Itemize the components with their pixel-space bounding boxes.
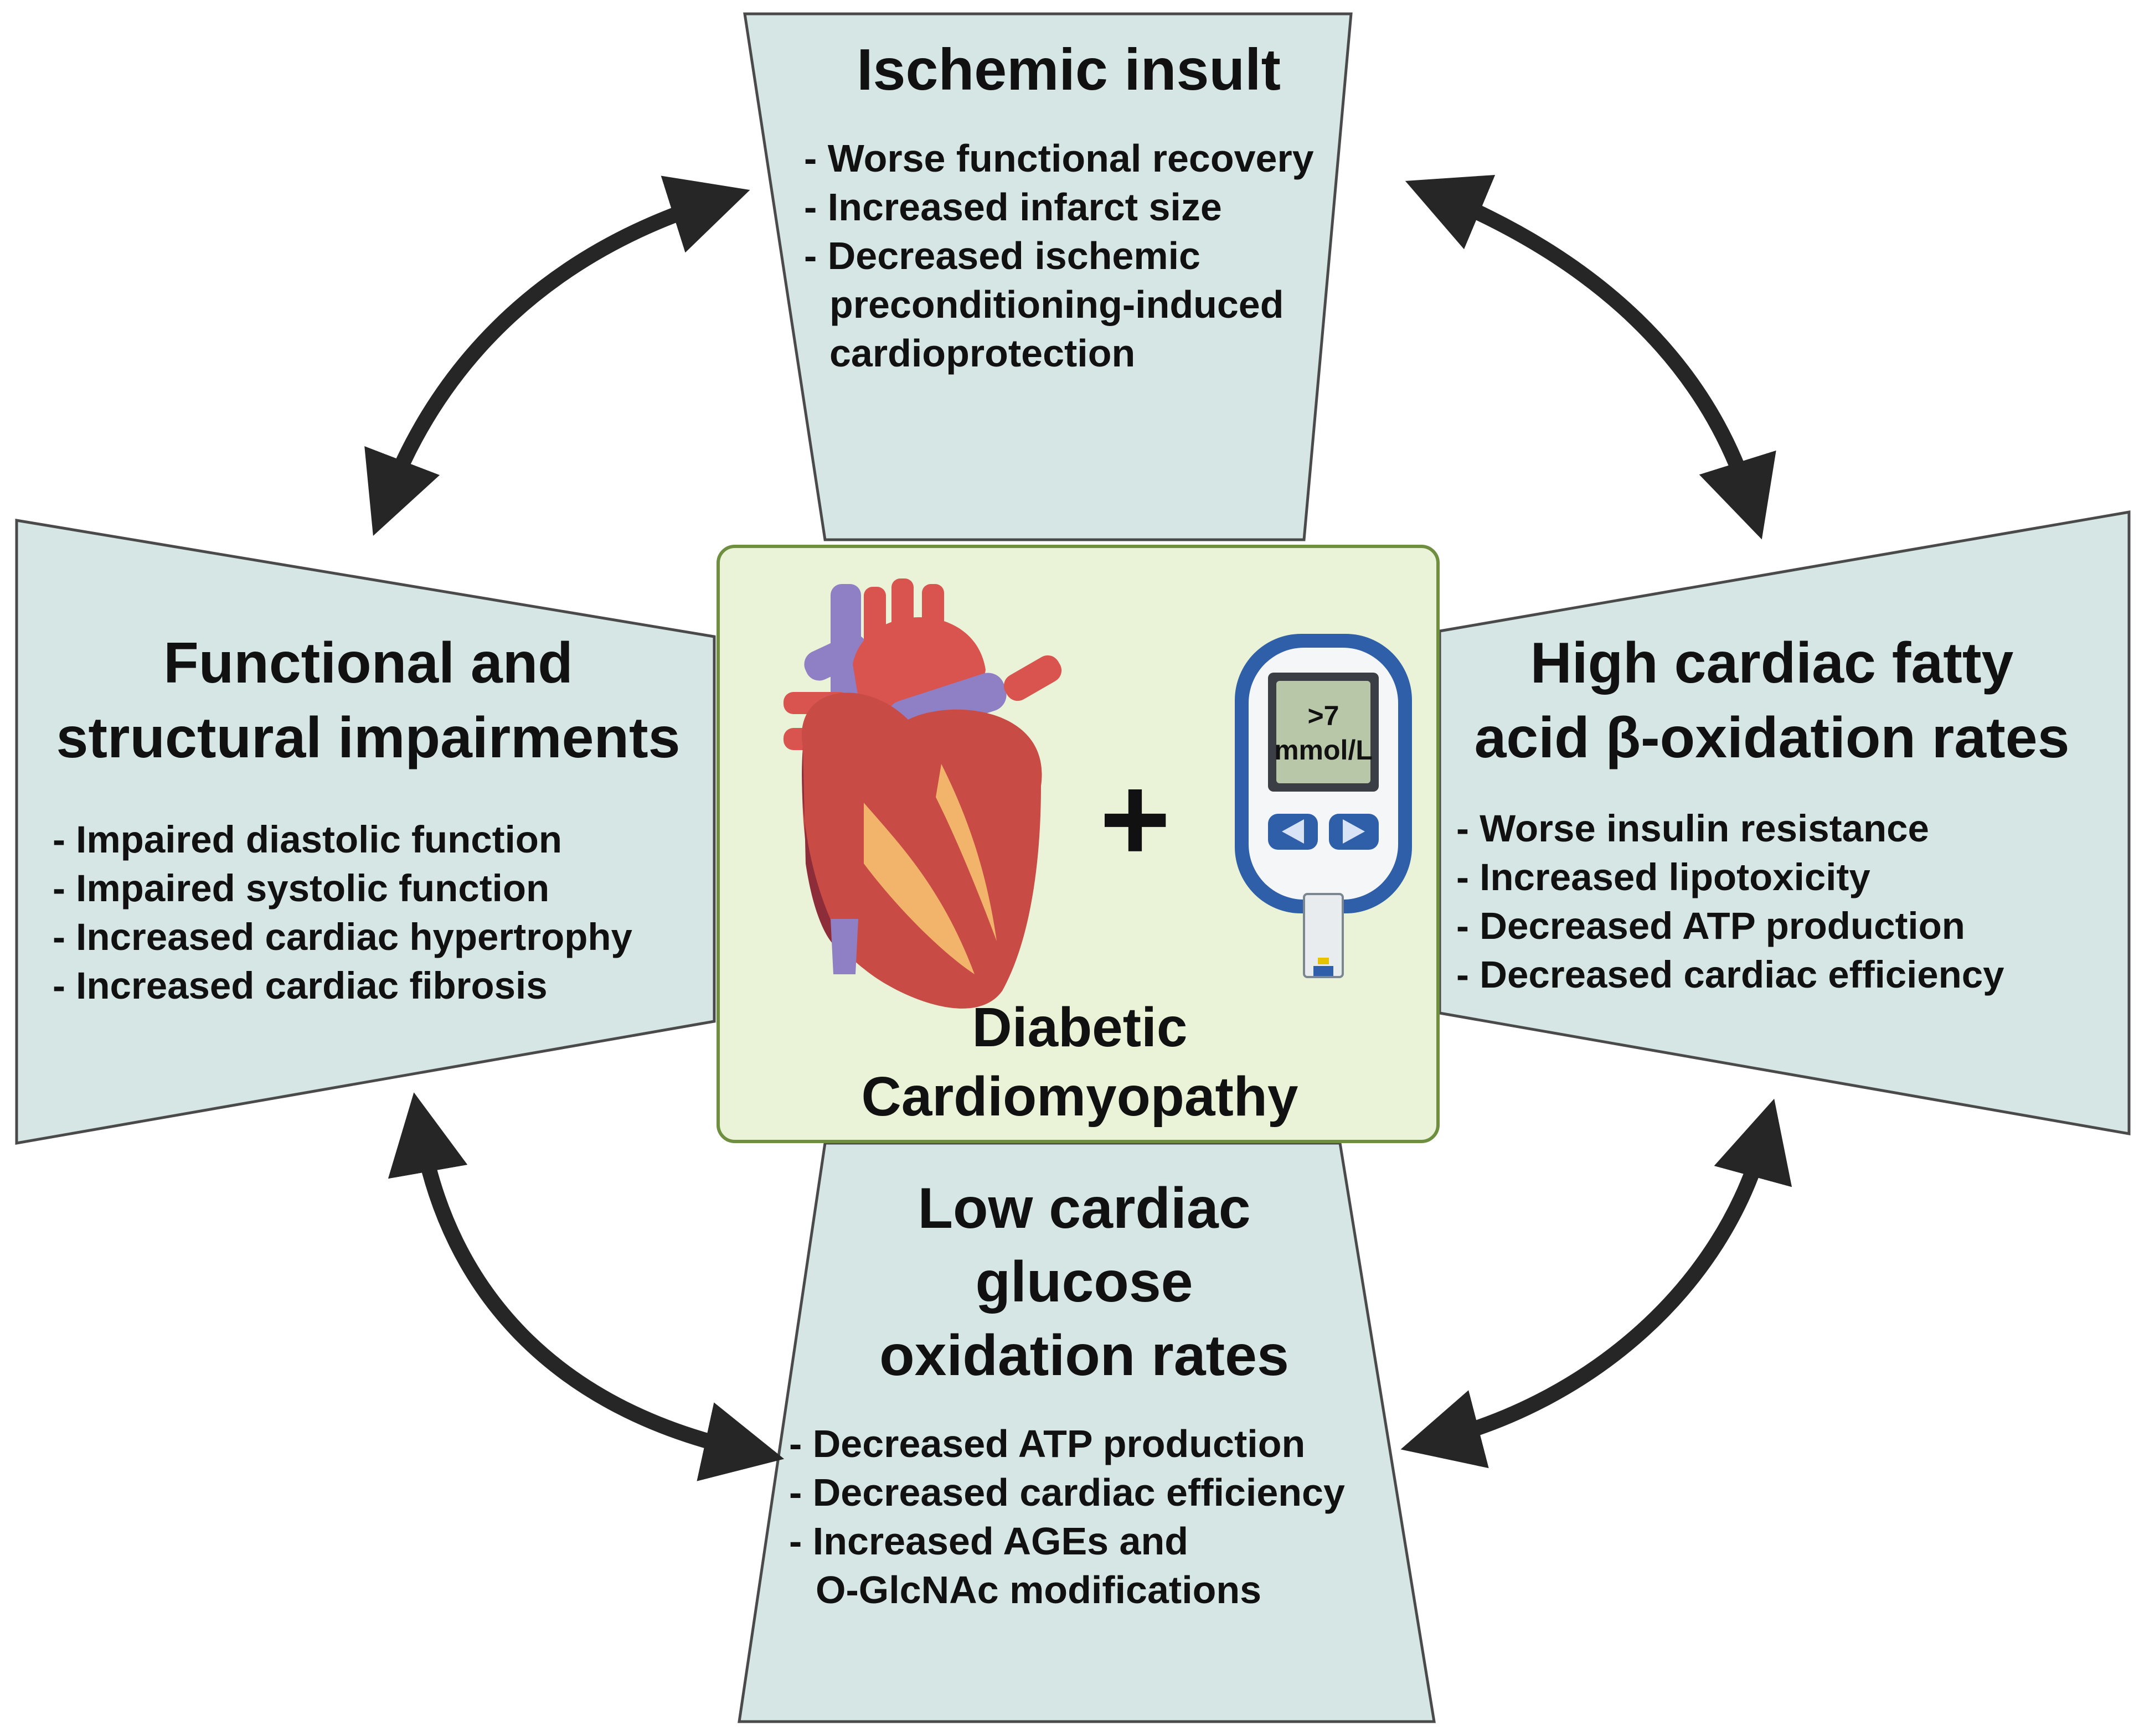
bottom-title-2: oxidation rates (879, 1324, 1289, 1388)
right-bullet-3: - Decreased cardiac efficiency (1456, 953, 2004, 996)
right-bullet-2: - Decreased ATP production (1456, 905, 1965, 947)
arrow-top-right (1405, 174, 1776, 540)
top-bullet-1: - Increased infarct size (804, 185, 1222, 229)
meter-reading-1: mmol/L (1274, 735, 1373, 766)
panel-left-functional (15, 519, 716, 1145)
top-bullet-3: preconditioning-induced (829, 283, 1284, 326)
top-bullet-2: - Decreased ischemic (804, 234, 1200, 277)
left-title-0: Functional and (163, 631, 573, 695)
right-bullet-1: - Increased lipotoxicity (1456, 856, 1870, 898)
left-bullet-0: - Impaired diastolic function (53, 818, 562, 861)
arrow-bottom-left (388, 1092, 785, 1481)
top-title-0: Ischemic insult (857, 37, 1281, 102)
arrow-top-left (364, 175, 750, 536)
bottom-title-0: Low cardiac (918, 1176, 1250, 1241)
center-label-0: Diabetic (972, 996, 1187, 1058)
bottom-bullet-3: O-GlcNAc modifications (816, 1568, 1261, 1611)
heart-icon (784, 578, 1062, 1009)
bottom-title-1: glucose (976, 1250, 1193, 1314)
top-bullet-4: cardioprotection (829, 332, 1135, 375)
center-label-1: Cardiomyopathy (861, 1066, 1298, 1128)
left-bullet-3: - Increased cardiac fibrosis (53, 964, 548, 1007)
right-triangle-icon (1343, 819, 1365, 844)
top-bullet-0: - Worse functional recovery (804, 137, 1314, 180)
glucose-meter-icon (1235, 634, 1412, 978)
plus-sign: + (1100, 751, 1171, 887)
bottom-bullet-2: - Increased AGEs and (789, 1520, 1188, 1563)
left-triangle-icon (1282, 819, 1304, 844)
left-bullet-1: - Impaired systolic function (53, 867, 549, 910)
bottom-bullet-1: - Decreased cardiac efficiency (789, 1471, 1345, 1514)
right-title-0: High cardiac fatty (1530, 631, 2014, 695)
right-title-1: acid β-oxidation rates (1475, 706, 2070, 770)
panel-top-ischemic (743, 12, 1353, 541)
test-strip (1303, 893, 1344, 978)
arrow-bottom-right (1400, 1098, 1792, 1469)
right-bullet-0: - Worse insulin resistance (1456, 807, 1929, 850)
meter-screen (1276, 681, 1370, 783)
bottom-bullet-0: - Decreased ATP production (789, 1422, 1305, 1465)
meter-reading-0: >7 (1307, 700, 1339, 731)
left-bullet-2: - Increased cardiac hypertrophy (53, 916, 632, 958)
left-title-1: structural impairments (56, 706, 681, 770)
